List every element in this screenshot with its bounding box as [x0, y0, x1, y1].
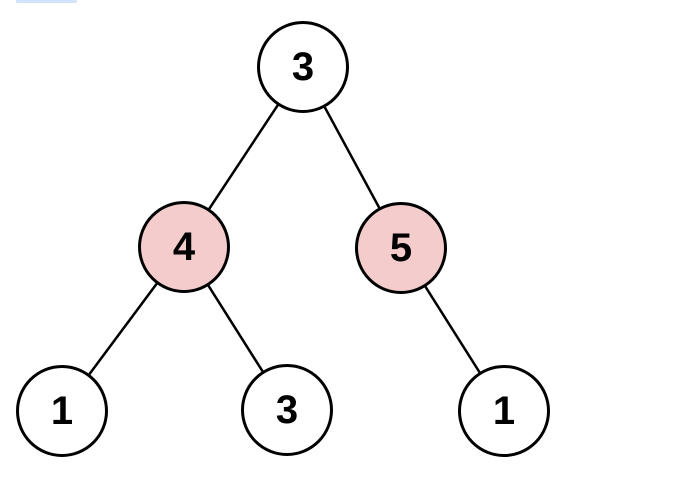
tree-node-root: 3 [257, 21, 349, 113]
tree-node-right-right-leaf: 1 [458, 365, 550, 457]
tree-node-right-child: 5 [355, 202, 447, 294]
selection-highlight-artifact [16, 0, 77, 3]
tree-node-left-left-leaf: 1 [16, 365, 108, 457]
tree-node-left-right-leaf: 3 [241, 364, 333, 456]
tree-node-left-child: 4 [138, 201, 230, 293]
